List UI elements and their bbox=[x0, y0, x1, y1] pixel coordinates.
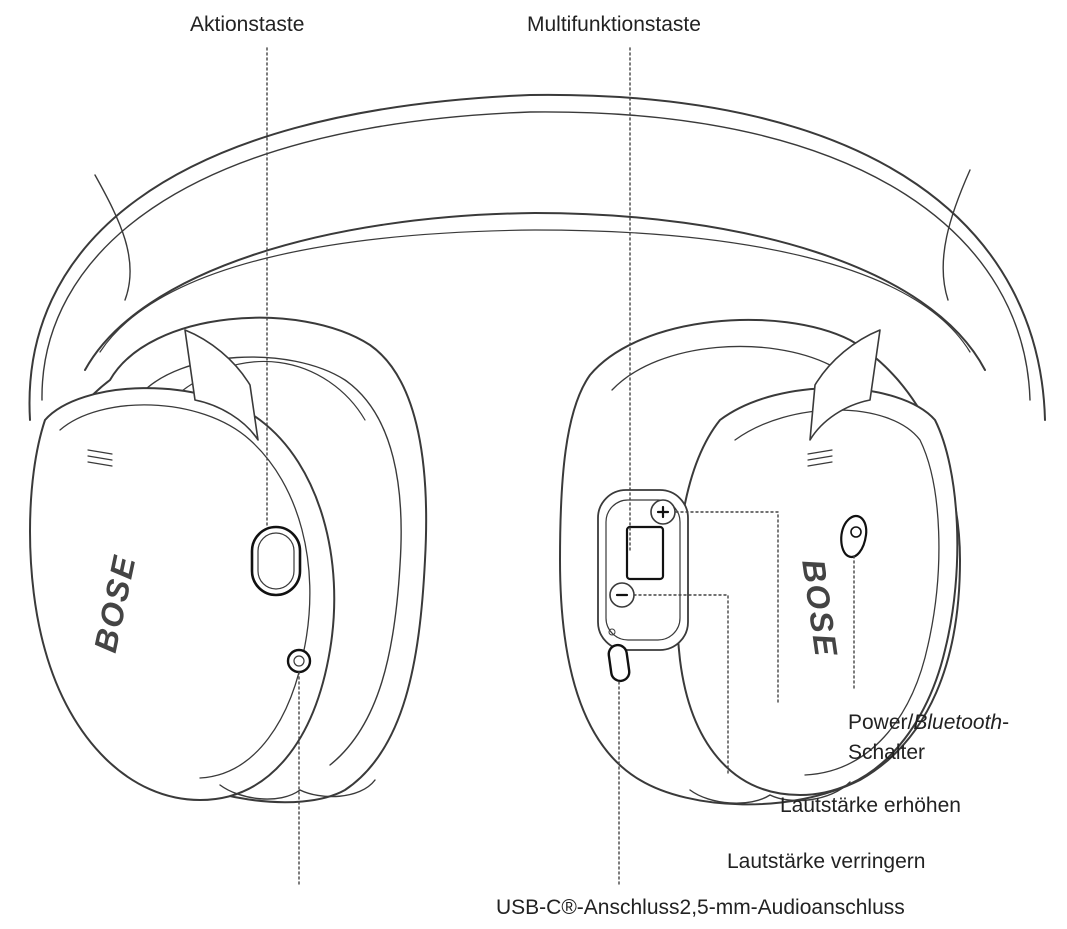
multifunction-button bbox=[627, 527, 663, 579]
label-multifunction-button: Multifunktionstaste bbox=[527, 12, 701, 37]
label-bottom-ports: USB-C®-Anschluss2,5-mm-Audioanschluss bbox=[496, 895, 905, 920]
left-earcup bbox=[30, 318, 426, 803]
label-power-italic: Bluetooth bbox=[913, 711, 1002, 734]
label-power-prefix: Power/ bbox=[848, 711, 913, 734]
audio-jack bbox=[288, 650, 310, 672]
label-action-button: Aktionstaste bbox=[190, 12, 304, 37]
label-volume-down: Lautstärke verringern bbox=[727, 849, 925, 874]
label-volume-up: Lautstärke erhöhen bbox=[780, 793, 961, 818]
label-power-line2: Schalter bbox=[848, 740, 925, 765]
action-button bbox=[252, 527, 300, 595]
label-power-switch: Power/Bluetooth- bbox=[848, 710, 1009, 735]
left-shell bbox=[30, 388, 334, 800]
label-power-suffix: - bbox=[1002, 711, 1009, 734]
